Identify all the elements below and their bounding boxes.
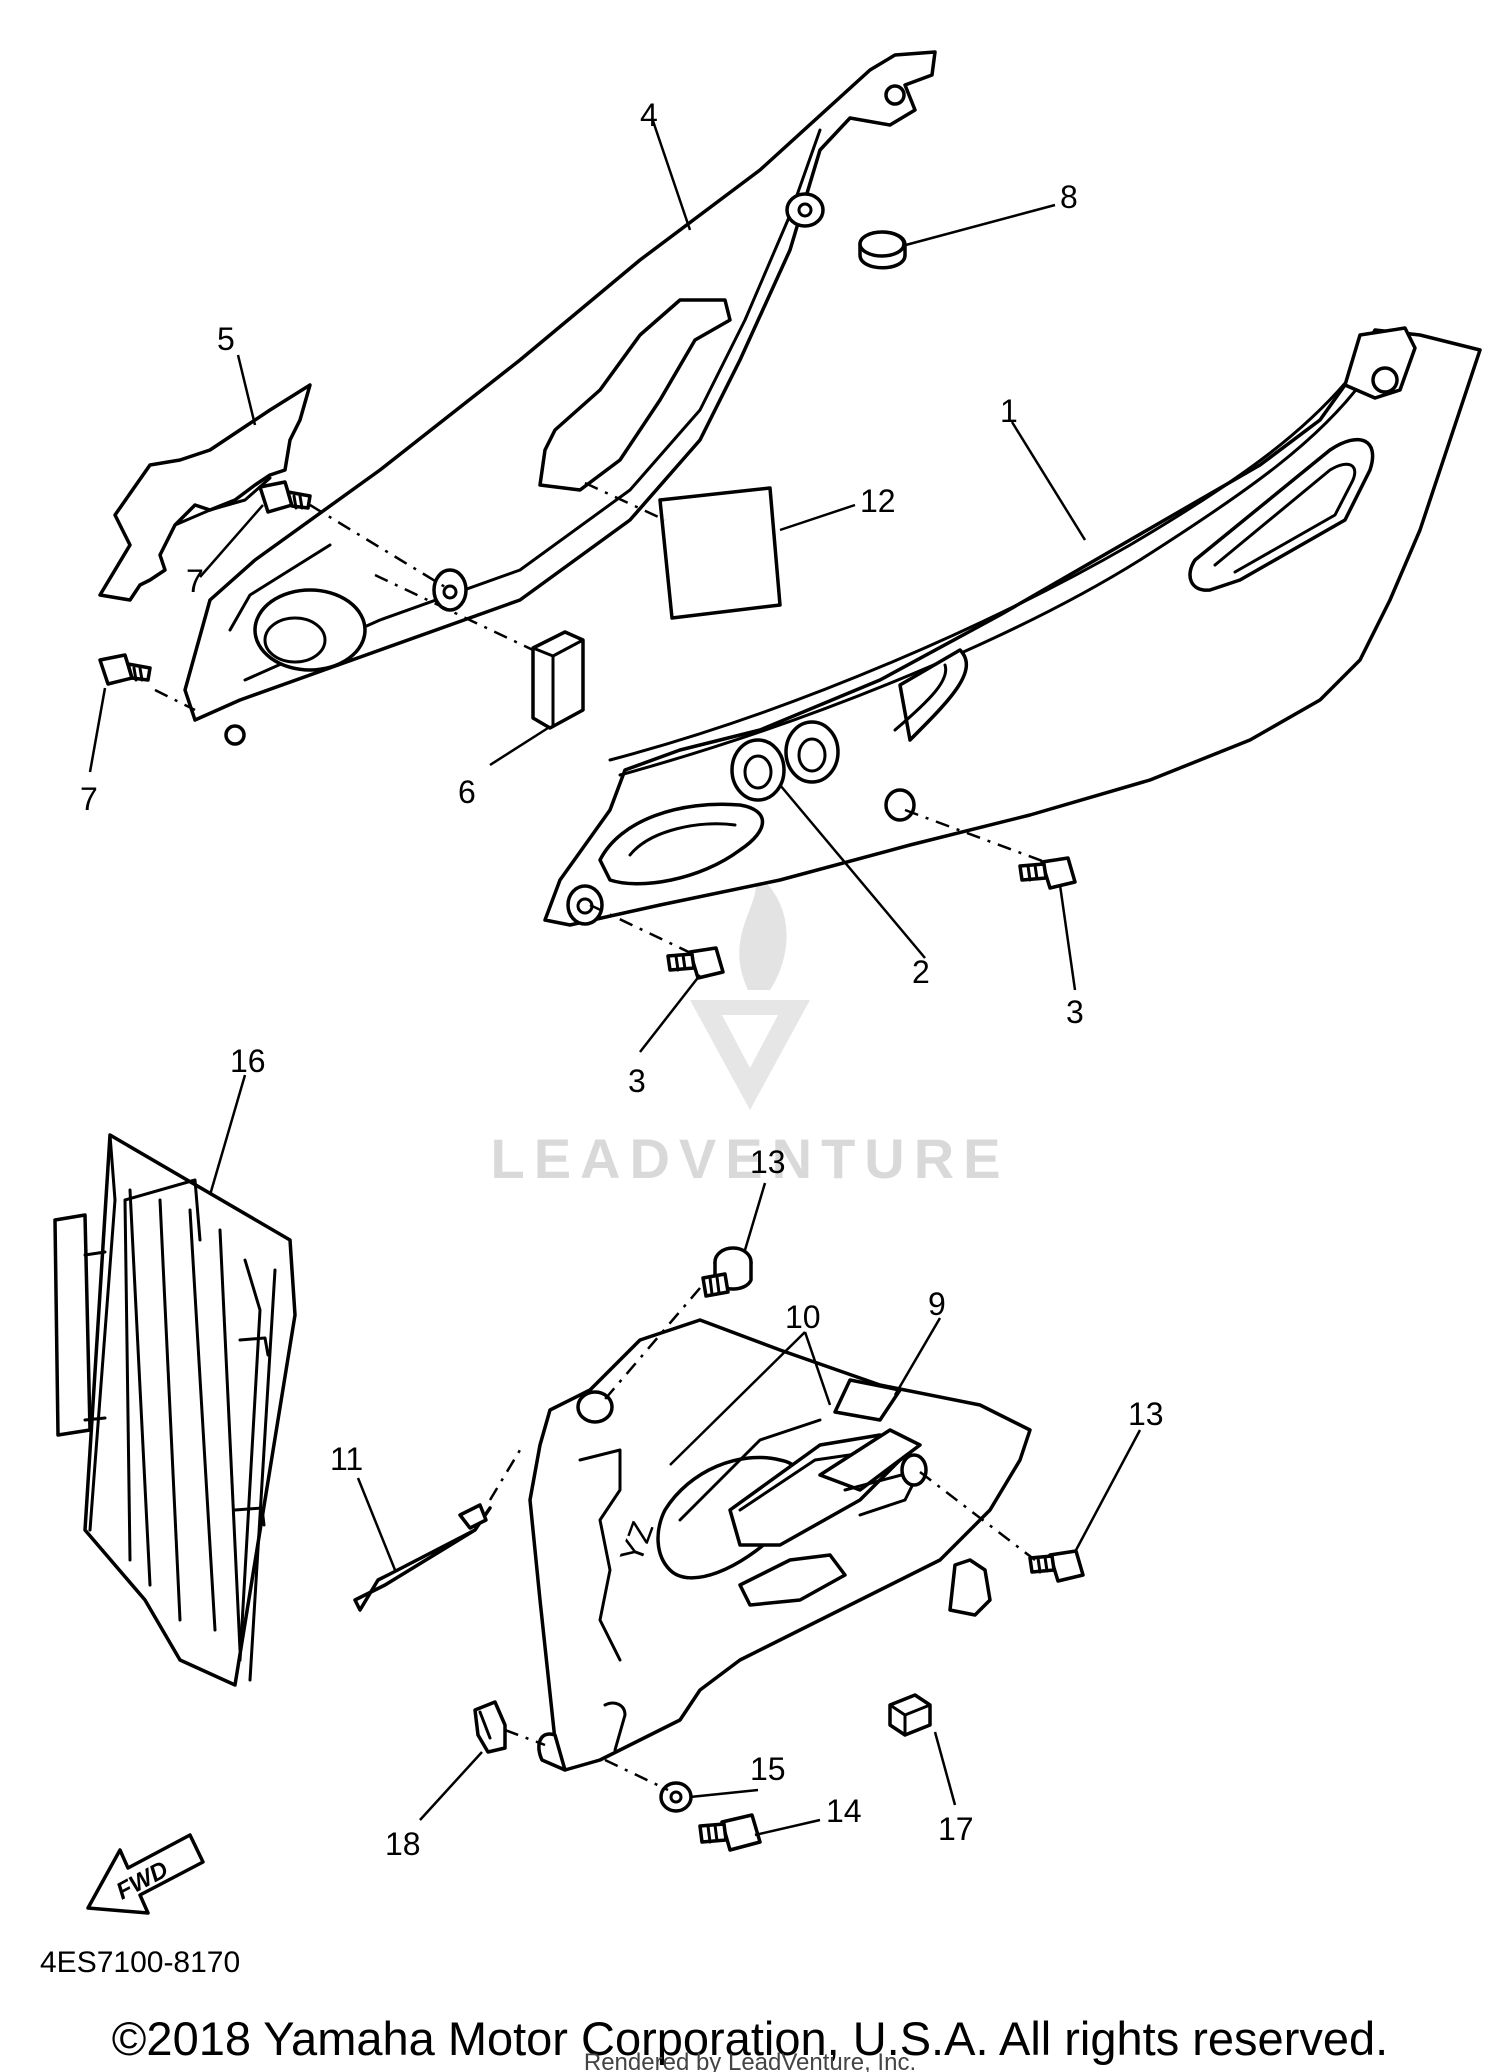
callout-13b: 13 (1128, 1396, 1164, 1432)
bolt-part-7a[interactable] (258, 480, 312, 514)
callout-12: 12 (860, 483, 896, 519)
bolt-part-3b[interactable] (666, 946, 725, 980)
callout-8: 8 (1060, 179, 1078, 215)
callout-2: 2 (912, 954, 930, 990)
watermark: LEADVENTURE (490, 870, 1009, 1190)
bolt-part-13b[interactable] (1028, 1549, 1085, 1583)
callout-13a: 13 (750, 1144, 786, 1180)
callout-14: 14 (826, 1793, 862, 1829)
callout-18: 18 (385, 1826, 421, 1862)
callout-7b: 7 (80, 781, 98, 817)
watermark-text: LEADVENTURE (490, 1127, 1009, 1190)
side-cover-graphic-part[interactable] (98, 383, 312, 602)
bolt-part-13a[interactable] (701, 1246, 753, 1298)
callout-15: 15 (750, 1751, 786, 1787)
leader-lines (88, 117, 1142, 1837)
bracket-strip-part[interactable] (353, 1503, 492, 1612)
radiator-guard-part[interactable] (53, 1133, 297, 1687)
callout-3a: 3 (1066, 994, 1084, 1030)
grommet-ring-part[interactable] (730, 720, 840, 802)
warning-label-part[interactable] (658, 486, 782, 620)
watermark-flame-icon (739, 870, 787, 990)
callout-17: 17 (938, 1811, 974, 1847)
fwd-arrow-icon: FWD (86, 1833, 205, 1915)
callout-6: 6 (458, 774, 476, 810)
assembly-lines (154, 481, 1046, 1792)
callout-labels: 4 5 8 1 12 7 7 6 2 3 3 16 13 13 9 10 11 … (80, 97, 1164, 1862)
bolt-part-14[interactable] (698, 1813, 762, 1852)
bolt-part-7b[interactable] (98, 653, 152, 686)
rendered-by-text: Rendered by LeadVenture, Inc. (584, 2049, 916, 2072)
radiator-shroud-part[interactable]: YZ (528, 1318, 1032, 1772)
copyright-notice: ©2018 Yamaha Motor Corporation, U.S.A. A… (112, 2012, 1388, 2065)
damper-part[interactable] (531, 630, 585, 730)
watermark-v-icon (690, 1000, 810, 1110)
nut-clip-part-17[interactable] (888, 1693, 932, 1737)
callout-10: 10 (785, 1299, 821, 1335)
callout-7a: 7 (186, 563, 204, 599)
bolt-part-3a[interactable] (1018, 856, 1077, 890)
washer-part-15[interactable] (659, 1781, 693, 1813)
side-cover-left-part[interactable] (183, 50, 937, 746)
callout-1: 1 (1000, 393, 1018, 429)
callout-11: 11 (330, 1441, 363, 1477)
callout-16: 16 (230, 1043, 266, 1079)
callout-9: 9 (928, 1286, 946, 1322)
grommet-part[interactable] (858, 230, 907, 270)
callout-5: 5 (217, 321, 235, 357)
shroud-graphic-part[interactable] (678, 1418, 822, 1522)
part-code: 4ES7100-8170 (40, 1946, 240, 1979)
callout-3b: 3 (628, 1063, 646, 1099)
callout-4: 4 (640, 97, 658, 133)
clip-part-18[interactable] (473, 1700, 507, 1754)
